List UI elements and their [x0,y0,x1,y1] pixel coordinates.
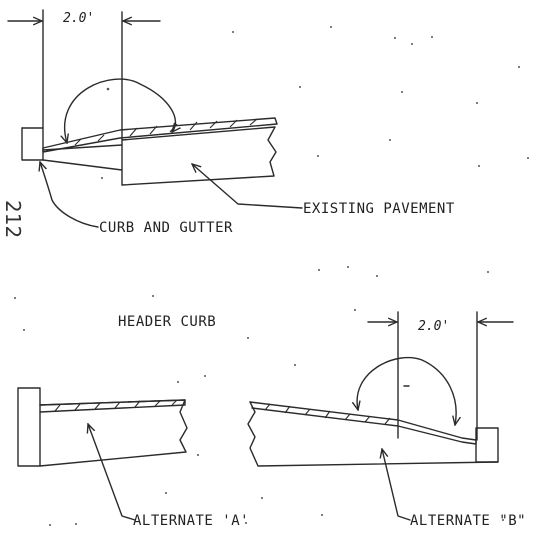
top-detail: 2.0' CURB AND GUTTER EXISTING PAVEMENT [7,9,455,236]
alternate-a-curb [17,387,41,467]
bottom-angle-arc [357,356,456,425]
overlay-wedge-top [42,117,278,153]
alternate-a-label: ALTERNATE 'A' [133,513,249,529]
existing-pavement-slab [121,126,277,186]
alternate-b-overlay [249,401,477,445]
curb-and-gutter-leader [40,162,99,228]
alternate-b-detail: 2.0' ALTERNATE "B" [247,311,526,529]
alternate-b-hatching [264,403,391,425]
gutter-bottom [42,159,123,171]
scan-specks [14,26,529,526]
alternate-a-leader [88,424,136,521]
alternate-a-detail: ALTERNATE 'A' [17,387,249,529]
header-curb-label: HEADER CURB [118,314,216,330]
top-dimension-label: 2.0' [63,11,94,26]
top-angle-arc [65,78,176,143]
bottom-dimension-label: 2.0' [418,319,449,334]
existing-pavement-label: EXISTING PAVEMENT [303,201,455,217]
curb-and-gutter-label: CURB AND GUTTER [99,220,233,236]
alternate-b-leader [382,449,411,521]
existing-pavement-leader [192,164,303,209]
alternate-a-pavement [39,399,188,467]
alternate-a-hatching [54,399,178,412]
page-number: 212 [1,200,25,238]
alternate-b-header-curb [475,427,499,463]
alternate-a-overlay [39,399,186,413]
alternate-b-label: ALTERNATE "B" [410,513,526,529]
alternate-b-pavement [247,401,499,467]
